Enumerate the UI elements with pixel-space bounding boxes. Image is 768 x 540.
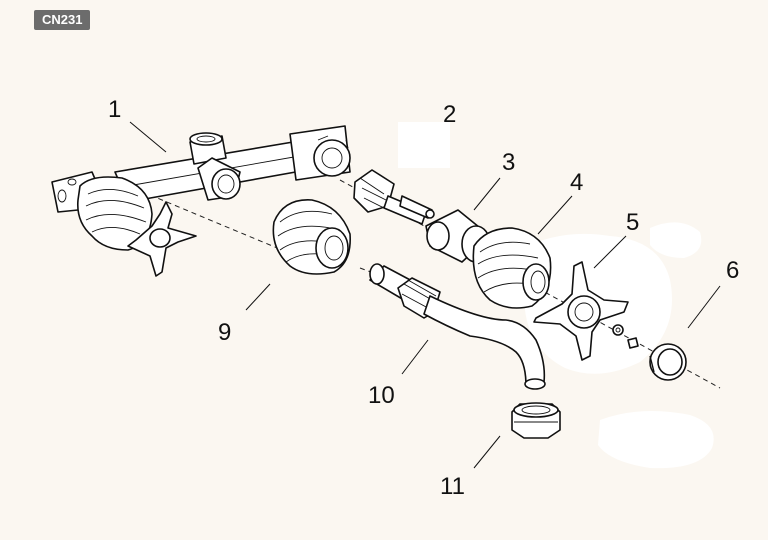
part-2-cartridge: [353, 169, 435, 225]
callout-labels: 1 2 3 4 5 6 9 10 11: [108, 96, 739, 500]
diagram-code-badge: CN231: [34, 10, 91, 30]
part-9-wall-flange: [272, 199, 351, 275]
callout-4: 4: [570, 169, 583, 196]
callout-3: 3: [502, 149, 515, 176]
part-10-spout: [369, 263, 546, 390]
callout-2: 2: [443, 101, 456, 128]
part-1-valve-body: [51, 125, 351, 277]
part-5-cross-handle: [533, 261, 639, 361]
part-4-shroud: [472, 227, 552, 309]
callout-11: 11: [440, 473, 465, 500]
callout-1: 1: [108, 96, 121, 123]
callout-5: 5: [626, 209, 639, 236]
part-6-cap: [649, 343, 687, 381]
leader-lines: [129, 121, 721, 469]
part-11-nut: [511, 402, 561, 439]
callout-6: 6: [726, 257, 739, 284]
callout-10: 10: [368, 382, 395, 409]
callout-9: 9: [218, 319, 231, 346]
